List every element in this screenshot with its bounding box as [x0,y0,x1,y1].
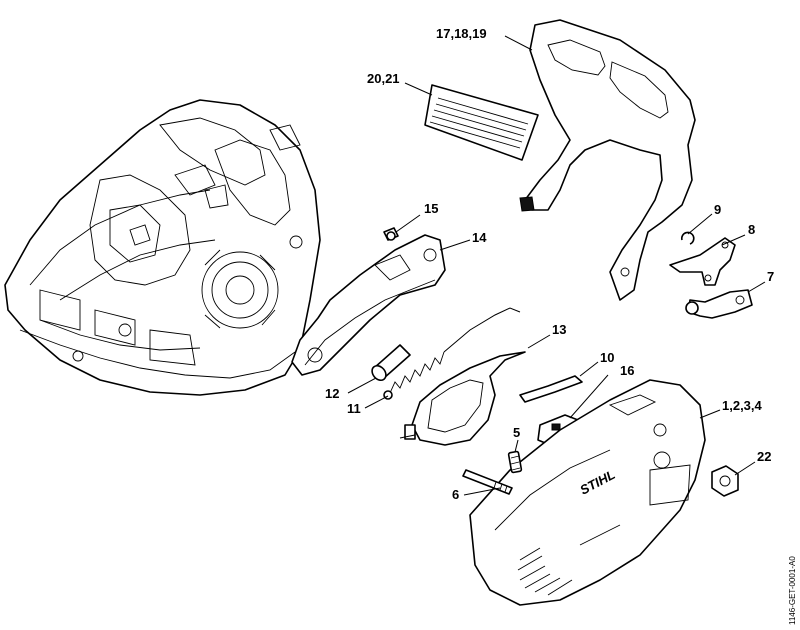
engine-housing [4,99,321,396]
brake-band [399,351,526,446]
callout-15: 15 [424,201,438,216]
hand-guard [519,19,696,301]
screw [383,227,399,241]
spring-pin [507,450,523,474]
bell-crank [685,289,753,319]
circlip [681,231,695,245]
callout-13: 13 [552,322,566,337]
drawing-code: 1146-GET-0001-A0 [788,556,797,625]
callout-8: 8 [748,222,755,237]
callout-1-2-3-4: 1,2,3,4 [722,398,763,413]
sleeve [371,344,411,382]
sheet-metal-strip [519,375,583,403]
callout-9: 9 [714,202,721,217]
collar-nut [711,465,739,497]
leader-lines [347,35,766,496]
brake-lever-carrier [291,234,446,376]
warning-label [424,84,539,161]
callout-11: 11 [347,401,361,416]
lever [669,237,736,286]
callout-12: 12 [325,386,339,401]
callout-22: 22 [757,449,771,464]
callout-6: 6 [452,487,459,502]
callout-17-18-19: 17,18,19 [436,26,487,41]
sprocket-cover: STIHL [469,379,706,606]
callout-7: 7 [767,269,774,284]
callout-labels: 17,18,19 20,21 15 14 9 8 7 13 10 16 12 1… [325,26,774,502]
callout-5: 5 [513,425,520,440]
callout-10: 10 [600,350,614,365]
callout-16: 16 [620,363,634,378]
callout-14: 14 [472,230,487,245]
callout-20-21: 20,21 [367,71,400,86]
